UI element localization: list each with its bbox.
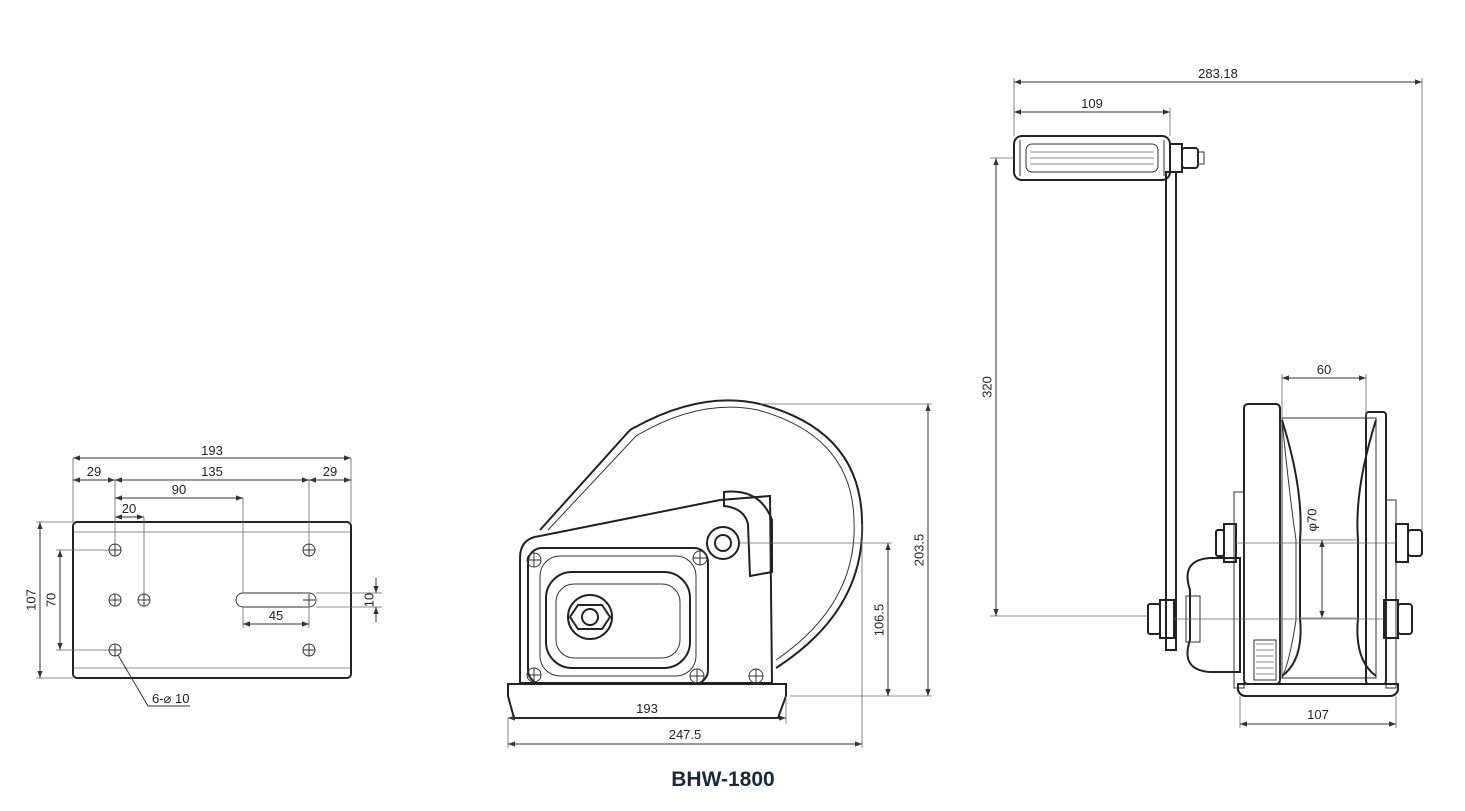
drum-flange-left bbox=[1243, 403, 1281, 685]
dim-slot-45: 45 bbox=[269, 608, 283, 623]
cover-plate bbox=[527, 547, 709, 685]
shaft-nut-icon bbox=[567, 594, 613, 640]
gear-housing bbox=[519, 494, 774, 684]
lower-left-nut-icon bbox=[1147, 603, 1161, 635]
base-plate-outline bbox=[72, 521, 352, 679]
base-plate-view: 193 29 135 29 90 20 45 10 107 70 bbox=[23, 443, 382, 707]
gear-teeth bbox=[1253, 639, 1277, 681]
ratchet-pawl bbox=[723, 490, 773, 578]
upper-right-nut-icon bbox=[1407, 529, 1423, 557]
upper-left-nut-icon bbox=[1215, 529, 1225, 557]
dim-crank-320: 320 bbox=[979, 376, 994, 398]
dim-height-107: 107 bbox=[23, 589, 38, 611]
dim-overall-width: 193 bbox=[201, 443, 223, 458]
dim-drum-60: 60 bbox=[1317, 362, 1331, 377]
dim-overall-247-5: 247.5 bbox=[669, 727, 702, 742]
crank-arm bbox=[1165, 171, 1177, 651]
cable-drum-cover bbox=[539, 399, 864, 669]
corner-bolts bbox=[526, 550, 764, 684]
dim-edge-left: 29 bbox=[87, 464, 101, 479]
dim-hole-span: 135 bbox=[201, 464, 223, 479]
dim-overall-283-18: 283.18 bbox=[1198, 66, 1238, 81]
lower-right-nut-icon bbox=[1397, 603, 1413, 635]
gear-box bbox=[1186, 557, 1241, 673]
front-view: 283.18 109 320 60 φ70 107 bbox=[979, 66, 1423, 728]
dim-handle-109: 109 bbox=[1081, 96, 1103, 111]
dim-edge-right: 29 bbox=[323, 464, 337, 479]
side-view: 193 247.5 106.5 203.5 bbox=[507, 399, 932, 748]
dim-height-203-5: 203.5 bbox=[911, 534, 926, 567]
dim-front-base-107: 107 bbox=[1307, 707, 1329, 722]
dim-height-70: 70 bbox=[43, 593, 58, 607]
handle-nut-icon bbox=[1181, 147, 1199, 169]
dim-slot-10: 10 bbox=[361, 593, 376, 607]
mounting-holes bbox=[108, 543, 316, 657]
dim-90: 90 bbox=[172, 482, 186, 497]
dim-drum-dia: φ70 bbox=[1304, 509, 1319, 532]
dim-20: 20 bbox=[122, 501, 136, 516]
drum bbox=[1281, 417, 1377, 679]
pawl-bolt-icon bbox=[706, 526, 740, 560]
front-base bbox=[1237, 683, 1399, 697]
holes-callout: 6-⌀ 10 bbox=[152, 691, 189, 706]
model-title: BHW-1800 bbox=[671, 768, 774, 791]
dim-height-106-5: 106.5 bbox=[871, 604, 886, 637]
dim-side-base-193: 193 bbox=[636, 701, 658, 716]
